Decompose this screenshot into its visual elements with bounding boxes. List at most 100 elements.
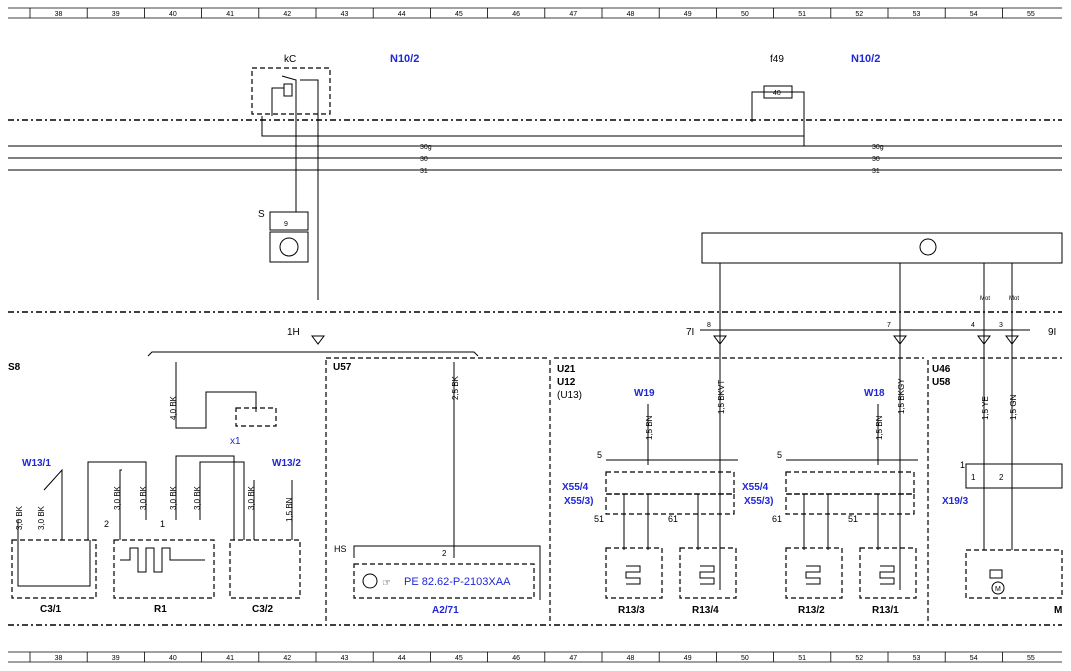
bus-label-31-left: 31	[420, 168, 428, 175]
grid-column-label: 44	[398, 655, 406, 662]
motor-icon	[991, 581, 1005, 595]
connector-x55-4-right-label: X55/4	[742, 482, 769, 493]
grid-column-label: 52	[855, 11, 863, 18]
bus-label-30-right: 30	[872, 156, 880, 163]
motor-box	[965, 549, 1063, 599]
pin-4: 4	[971, 322, 975, 329]
switch-s-label: S	[258, 209, 265, 220]
pin-x19-1: 1	[971, 473, 976, 482]
heater-r13-4-label: R13/4	[692, 605, 719, 616]
pin-hs-2: 2	[442, 549, 447, 558]
wire-1-5-bn-c: 1,5 BN	[875, 415, 884, 440]
connector-x1	[235, 407, 277, 427]
bus-label-31-right: 31	[872, 168, 880, 175]
grid-column-label: 40	[169, 11, 177, 18]
transistor-icon-right	[919, 238, 937, 256]
connector-x55-3-left-label: X55/3)	[564, 496, 593, 507]
grid-column-label: 44	[398, 11, 406, 18]
wire-1-5-bn-b: 1,5 BN	[645, 415, 654, 440]
pin-mot-1: Mot	[980, 296, 990, 302]
pin-3: 3	[999, 322, 1003, 329]
wire-2-5-bk: 2,5 BK	[451, 375, 460, 400]
connector-x55-3-right	[785, 493, 915, 515]
fuse-value: 40	[773, 90, 781, 97]
heater-r13-1-label: R13/1	[872, 605, 899, 616]
pin-51-left: 51	[594, 514, 604, 524]
motor-label: M	[1054, 605, 1062, 616]
grid-column-label: 41	[226, 655, 234, 662]
ground-w13-1-label: W13/1	[22, 458, 51, 469]
relay-switch	[281, 75, 297, 116]
grid-column-label: 40	[169, 655, 177, 662]
pin-x19-2: 2	[999, 473, 1004, 482]
transistor-box	[269, 231, 309, 263]
pin-7: 7	[887, 322, 891, 329]
grid-column-label: 55	[1027, 655, 1035, 662]
grid-column-label: 53	[913, 11, 921, 18]
n10-2-label-left: N10/2	[390, 53, 419, 65]
connector-x1-label: x1	[230, 436, 241, 447]
connector-x55-3-right-label: X55/3)	[744, 496, 773, 507]
grid-column-label: 50	[741, 655, 749, 662]
reference-hand-icon: ☞	[382, 578, 391, 589]
ground-w18-label: W18	[864, 388, 885, 399]
connector-1h: 1H	[287, 327, 300, 338]
grid-column-label: 51	[798, 11, 806, 18]
grid-column-label: 48	[627, 11, 635, 18]
pin-61-right: 61	[772, 514, 782, 524]
module-a2-71	[353, 563, 535, 599]
pin-x19-1-ext: 1	[960, 460, 965, 470]
grid-column-label: 47	[569, 655, 577, 662]
heater-wires	[623, 494, 879, 550]
motor-plug-icon	[989, 569, 1003, 579]
wire-4-0-bk: 4,0 BK	[169, 395, 178, 420]
wire-3-0-bk-f: 3,0 BK	[193, 485, 202, 510]
wire-3-0-bk-d: 3,0 BK	[139, 485, 148, 510]
grid-column-label: 45	[455, 655, 463, 662]
heater-coils	[625, 565, 895, 585]
grid-column-label: 38	[55, 11, 63, 18]
resistor-r1	[113, 539, 215, 599]
grid-column-label: 52	[855, 655, 863, 662]
hs-label: HS	[334, 544, 347, 554]
heater-r13-2-label: R13/2	[798, 605, 825, 616]
module-u12-label: U12	[557, 377, 576, 388]
bus-label-30g-right: 30g	[872, 144, 884, 151]
pin-5-left: 5	[597, 450, 602, 460]
pe-reference-link[interactable]: PE 82.62-P-2103XAA	[404, 576, 511, 588]
grid-column-label: 48	[627, 655, 635, 662]
wire-1-5-bkvt: 1,5 BKVT	[717, 380, 726, 414]
svg-text:M: M	[995, 586, 1001, 593]
grid-column-label: 43	[341, 655, 349, 662]
module-u46-label: U46	[932, 364, 951, 375]
grid-column-label: 53	[913, 655, 921, 662]
module-u58-label: U58	[932, 377, 951, 388]
connector-markers	[311, 329, 1030, 345]
ground-w13-2-label: W13/2	[272, 458, 301, 469]
connector-x55-3-left	[605, 493, 735, 515]
wire-3-0-bk-c: 3,0 BK	[113, 485, 122, 510]
resistor-r1-symbol	[120, 547, 205, 573]
grid-column-label: 39	[112, 11, 120, 18]
transistor-icon	[279, 237, 299, 257]
grid-column-label: 45	[455, 11, 463, 18]
connector-x19-3-label: X19/3	[942, 496, 969, 507]
wire-1-5-ye: 1,5 YE	[981, 396, 990, 420]
grid-column-label: 54	[970, 655, 978, 662]
module-s8-label: S8	[8, 362, 21, 373]
relay-kc-box	[251, 67, 331, 115]
grid-column-label: 42	[283, 11, 291, 18]
wire-1-5-bn-a: 1,5 BN	[285, 497, 294, 522]
control-unit-box	[701, 232, 1063, 264]
pin-5-right: 5	[777, 450, 782, 460]
switch-s-box	[269, 211, 309, 231]
relay-kc-label: kC	[284, 54, 296, 65]
heater-r13-4	[679, 547, 737, 599]
heater-r13-3-label: R13/3	[618, 605, 645, 616]
connector-9i: 9I	[1048, 327, 1056, 338]
module-u57-label: U57	[333, 362, 352, 373]
grid-column-label: 49	[684, 655, 692, 662]
wire-3-0-bk-e: 3,0 BK	[169, 485, 178, 510]
heater-r13-2	[785, 547, 843, 599]
